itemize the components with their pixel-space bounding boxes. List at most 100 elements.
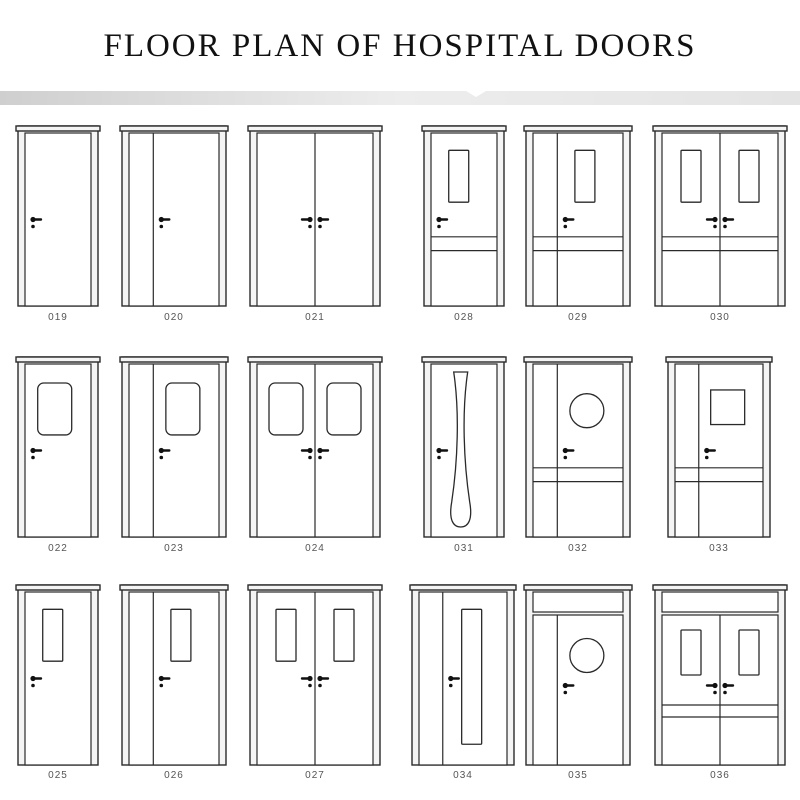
door-code-label: 023 <box>164 543 184 554</box>
door-019: 019 <box>15 125 101 323</box>
door-knob <box>704 447 710 454</box>
door-knob <box>307 447 313 454</box>
vision-window <box>165 382 201 436</box>
door-knob <box>158 216 164 223</box>
vision-window-right <box>738 629 760 676</box>
door-code-label: 024 <box>305 543 325 554</box>
vision-window-left <box>268 382 304 436</box>
vision-window <box>37 382 73 436</box>
door-lock <box>318 224 322 229</box>
door-026: 026 <box>119 584 229 781</box>
door-leaf <box>128 132 220 307</box>
door-knob <box>317 216 323 223</box>
door-code-label: 033 <box>709 543 729 554</box>
door-frame-cap <box>247 356 383 363</box>
header-divider-band <box>0 91 800 105</box>
door-code-label: 030 <box>710 312 730 323</box>
vision-window-right <box>326 382 362 436</box>
door-knob <box>158 447 164 454</box>
door-leaf <box>532 614 624 766</box>
door-frame-cap <box>523 356 633 363</box>
door-lock <box>159 683 164 688</box>
door-knob <box>307 675 313 682</box>
door-lock <box>563 455 568 460</box>
door-lock <box>318 455 322 460</box>
door-033: 033 <box>665 356 773 554</box>
vision-window-left <box>680 629 702 676</box>
door-frame-cap <box>247 125 383 132</box>
door-023: 023 <box>119 356 229 554</box>
door-knob <box>317 675 323 682</box>
vision-window <box>448 149 470 203</box>
door-032: 032 <box>523 356 633 554</box>
door-frame-cap <box>119 356 229 363</box>
door-knob <box>712 682 718 689</box>
door-lock <box>437 455 441 460</box>
door-code-label: 029 <box>568 312 588 323</box>
door-knob <box>436 216 442 223</box>
door-024: 024 <box>247 356 383 554</box>
door-knob <box>307 216 313 223</box>
door-lock <box>713 224 717 229</box>
transom-panel <box>532 591 624 613</box>
door-028: 028 <box>421 125 507 323</box>
door-frame-cap <box>421 356 507 363</box>
door-lock <box>448 683 453 688</box>
door-code-label: 028 <box>454 312 474 323</box>
door-knob <box>712 216 718 223</box>
door-035: 035 <box>523 584 633 781</box>
door-022: 022 <box>15 356 101 554</box>
door-code-label: 031 <box>454 543 474 554</box>
door-lock <box>159 224 164 229</box>
vision-window-right <box>738 149 760 203</box>
vision-window <box>42 608 64 662</box>
tall-vision-window <box>461 608 483 745</box>
square-vision-window <box>710 389 746 426</box>
door-knob <box>30 675 36 682</box>
door-lock <box>723 690 727 695</box>
door-036: 036 <box>652 584 788 781</box>
door-027: 027 <box>247 584 383 781</box>
door-code-label: 032 <box>568 543 588 554</box>
door-code-label: 026 <box>164 770 184 781</box>
door-frame-cap <box>15 356 101 363</box>
door-knob <box>30 216 36 223</box>
vision-window <box>170 608 192 662</box>
door-lock <box>563 224 568 229</box>
door-lock <box>437 224 441 229</box>
vision-window-right <box>333 608 355 662</box>
door-lock <box>713 690 717 695</box>
door-030: 030 <box>652 125 788 323</box>
door-knob <box>722 216 728 223</box>
door-code-label: 034 <box>453 770 473 781</box>
door-lock <box>159 455 164 460</box>
vision-window-left <box>275 608 297 662</box>
door-025: 025 <box>15 584 101 781</box>
door-knob <box>722 682 728 689</box>
header-divider-notch <box>466 91 486 97</box>
door-frame-cap <box>421 125 507 132</box>
door-021: 021 <box>247 125 383 323</box>
door-knob <box>562 447 568 454</box>
door-lock <box>563 690 568 695</box>
door-frame-cap <box>523 125 633 132</box>
door-029: 029 <box>523 125 633 323</box>
door-knob <box>30 447 36 454</box>
vase-vision-window <box>450 371 472 528</box>
door-lock <box>31 224 35 229</box>
transom-panel <box>661 591 779 613</box>
door-knob <box>317 447 323 454</box>
door-frame-cap <box>652 584 788 591</box>
door-frame-cap <box>665 356 773 363</box>
door-031: 031 <box>421 356 507 554</box>
door-lock <box>723 224 727 229</box>
door-frame-cap <box>15 584 101 591</box>
door-lock <box>308 455 312 460</box>
door-frame-cap <box>247 584 383 591</box>
door-frame-cap <box>119 125 229 132</box>
door-lock <box>704 455 709 460</box>
door-020: 020 <box>119 125 229 323</box>
door-034: 034 <box>409 584 517 781</box>
door-frame-cap <box>119 584 229 591</box>
